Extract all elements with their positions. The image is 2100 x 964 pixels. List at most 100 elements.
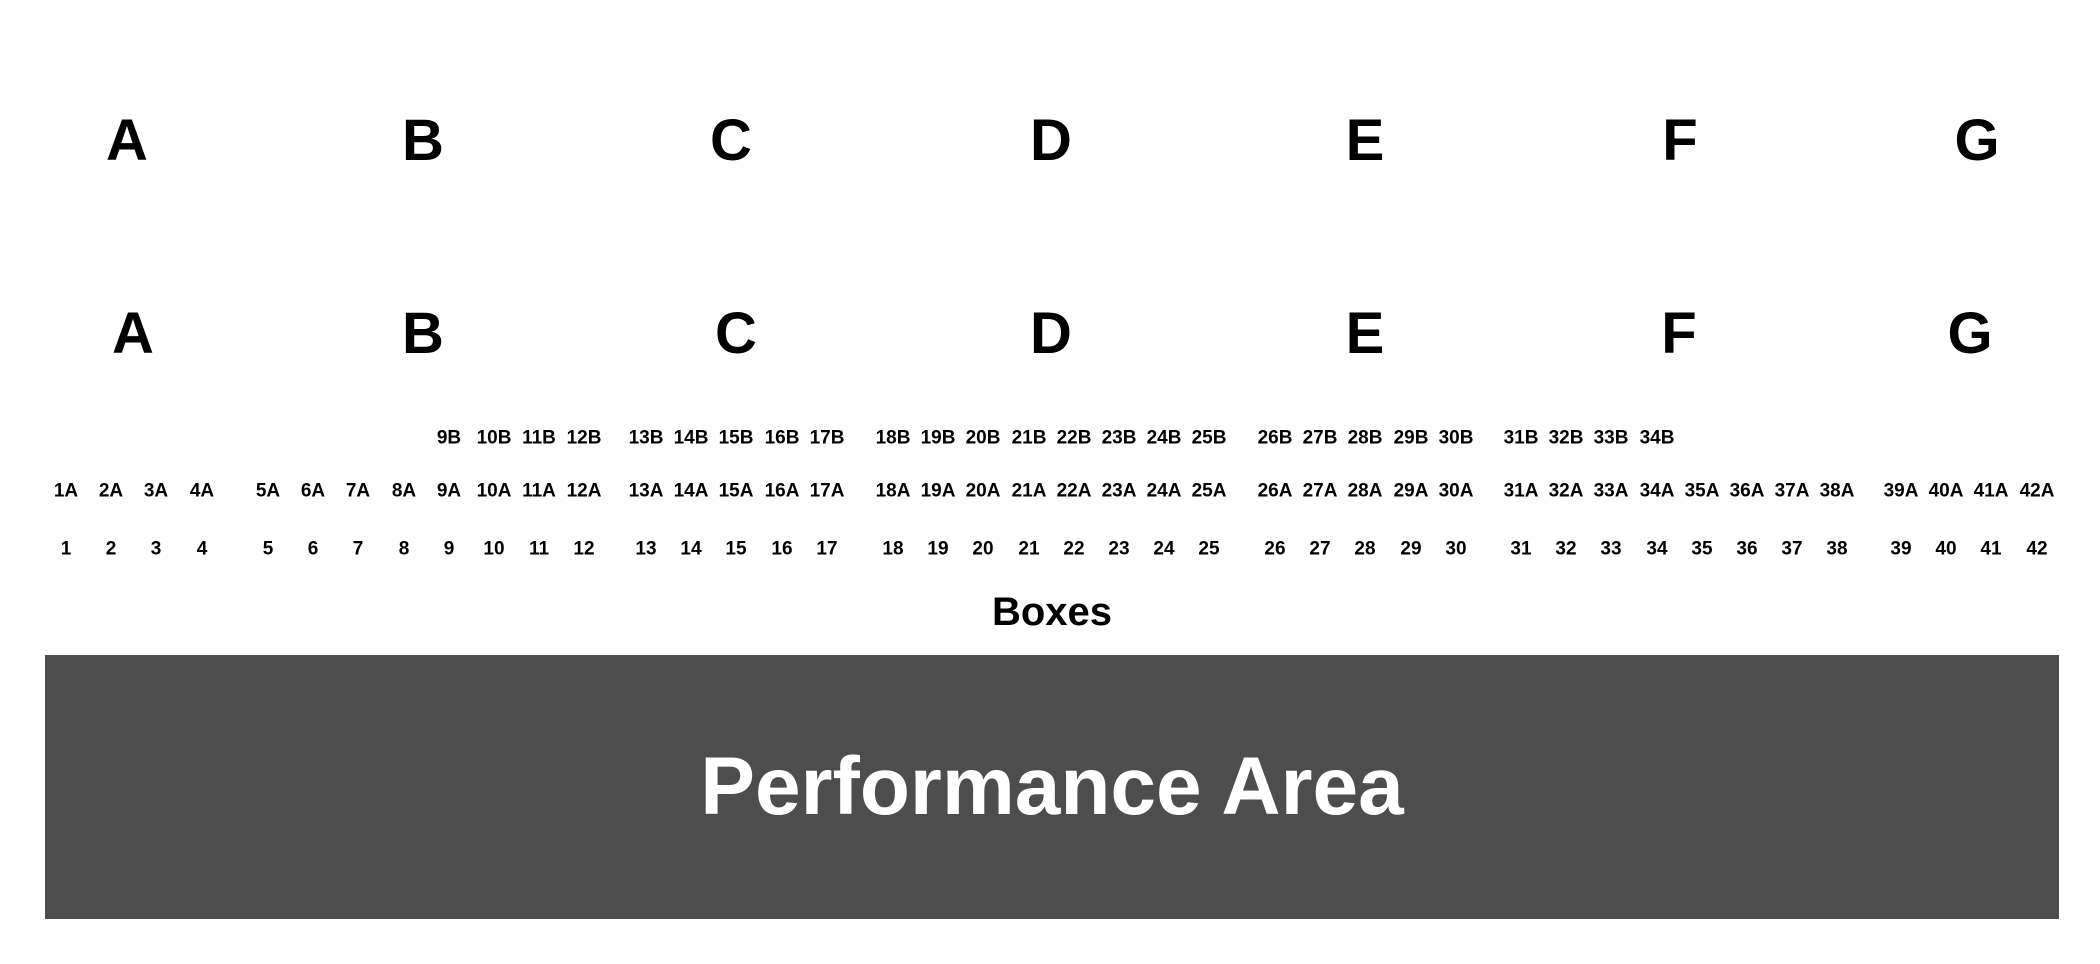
box-14b: 14B — [673, 427, 709, 449]
box-number-7: 7 — [352, 538, 364, 560]
box-number-36: 36 — [1736, 538, 1758, 560]
box-number-22: 22 — [1063, 538, 1085, 560]
box-24a: 24A — [1146, 480, 1182, 502]
box-2a: 2A — [98, 480, 124, 502]
section-upper-f: F — [1662, 108, 1698, 173]
box-16a: 16A — [764, 480, 800, 502]
box-20b: 20B — [965, 427, 1001, 449]
box-29a: 29A — [1393, 480, 1429, 502]
box-number-10: 10 — [483, 538, 505, 560]
box-10b: 10B — [476, 427, 512, 449]
box-25b: 25B — [1191, 427, 1227, 449]
box-number-9: 9 — [443, 538, 455, 560]
box-28b: 28B — [1347, 427, 1383, 449]
section-upper-d: D — [1030, 108, 1072, 173]
box-27a: 27A — [1302, 480, 1338, 502]
box-33a: 33A — [1593, 480, 1629, 502]
box-29b: 29B — [1393, 427, 1429, 449]
section-lower-f: F — [1661, 301, 1697, 366]
box-21a: 21A — [1011, 480, 1047, 502]
box-31a: 31A — [1503, 480, 1539, 502]
box-6a: 6A — [300, 480, 326, 502]
box-number-12: 12 — [573, 538, 595, 560]
box-number-1: 1 — [60, 538, 72, 560]
box-number-29: 29 — [1400, 538, 1422, 560]
box-number-27: 27 — [1309, 538, 1331, 560]
box-18a: 18A — [875, 480, 911, 502]
box-38a: 38A — [1819, 480, 1855, 502]
box-number-3: 3 — [150, 538, 162, 560]
box-15b: 15B — [718, 427, 754, 449]
box-11b: 11B — [522, 427, 556, 449]
box-9b: 9B — [436, 427, 462, 449]
box-3a: 3A — [143, 480, 169, 502]
box-number-25: 25 — [1198, 538, 1220, 560]
box-42a: 42A — [2019, 480, 2055, 502]
box-number-40: 40 — [1935, 538, 1957, 560]
box-12b: 12B — [566, 427, 602, 449]
box-number-32: 32 — [1555, 538, 1577, 560]
box-number-21: 21 — [1018, 538, 1040, 560]
box-number-17: 17 — [816, 538, 838, 560]
section-lower-d: D — [1030, 301, 1072, 366]
box-36a: 36A — [1729, 480, 1765, 502]
box-number-34: 34 — [1646, 538, 1668, 560]
box-7a: 7A — [345, 480, 371, 502]
section-upper-c: C — [710, 108, 752, 173]
box-number-30: 30 — [1445, 538, 1467, 560]
box-26b: 26B — [1257, 427, 1293, 449]
box-17b: 17B — [809, 427, 845, 449]
box-number-2: 2 — [105, 538, 117, 560]
performance-area: Performance Area — [45, 655, 2059, 919]
box-22a: 22A — [1056, 480, 1092, 502]
box-39a: 39A — [1883, 480, 1919, 502]
box-number-20: 20 — [972, 538, 994, 560]
box-number-26: 26 — [1264, 538, 1286, 560]
box-19a: 19A — [920, 480, 956, 502]
box-number-41: 41 — [1980, 538, 2002, 560]
section-lower-e: E — [1345, 301, 1385, 366]
box-9a: 9A — [436, 480, 462, 502]
box-number-11: 11 — [528, 538, 550, 560]
box-number-19: 19 — [927, 538, 949, 560]
box-24b: 24B — [1146, 427, 1182, 449]
box-number-4: 4 — [196, 538, 208, 560]
box-number-35: 35 — [1691, 538, 1713, 560]
box-17a: 17A — [809, 480, 845, 502]
section-upper-b: B — [402, 108, 444, 173]
box-number-33: 33 — [1600, 538, 1622, 560]
box-40a: 40A — [1928, 480, 1964, 502]
box-20a: 20A — [965, 480, 1001, 502]
box-number-38: 38 — [1826, 538, 1848, 560]
box-number-5: 5 — [262, 538, 274, 560]
box-1a: 1A — [53, 480, 79, 502]
box-10a: 10A — [476, 480, 512, 502]
box-number-8: 8 — [398, 538, 410, 560]
box-37a: 37A — [1774, 480, 1810, 502]
box-21b: 21B — [1011, 427, 1047, 449]
box-15a: 15A — [718, 480, 754, 502]
box-30a: 30A — [1438, 480, 1474, 502]
box-4a: 4A — [189, 480, 215, 502]
box-number-6: 6 — [307, 538, 319, 560]
box-14a: 14A — [673, 480, 709, 502]
box-27b: 27B — [1302, 427, 1338, 449]
box-number-37: 37 — [1781, 538, 1803, 560]
box-number-18: 18 — [882, 538, 904, 560]
box-34a: 34A — [1639, 480, 1675, 502]
box-23a: 23A — [1101, 480, 1137, 502]
box-23b: 23B — [1101, 427, 1137, 449]
section-lower-g: G — [1947, 301, 1993, 366]
box-22b: 22B — [1056, 427, 1092, 449]
box-number-31: 31 — [1510, 538, 1532, 560]
box-28a: 28A — [1347, 480, 1383, 502]
box-35a: 35A — [1684, 480, 1720, 502]
section-upper-g: G — [1954, 108, 2000, 173]
box-number-14: 14 — [680, 538, 702, 560]
box-32a: 32A — [1548, 480, 1584, 502]
box-number-15: 15 — [725, 538, 747, 560]
section-lower-a: A — [112, 301, 154, 366]
box-5a: 5A — [255, 480, 281, 502]
box-18b: 18B — [875, 427, 911, 449]
